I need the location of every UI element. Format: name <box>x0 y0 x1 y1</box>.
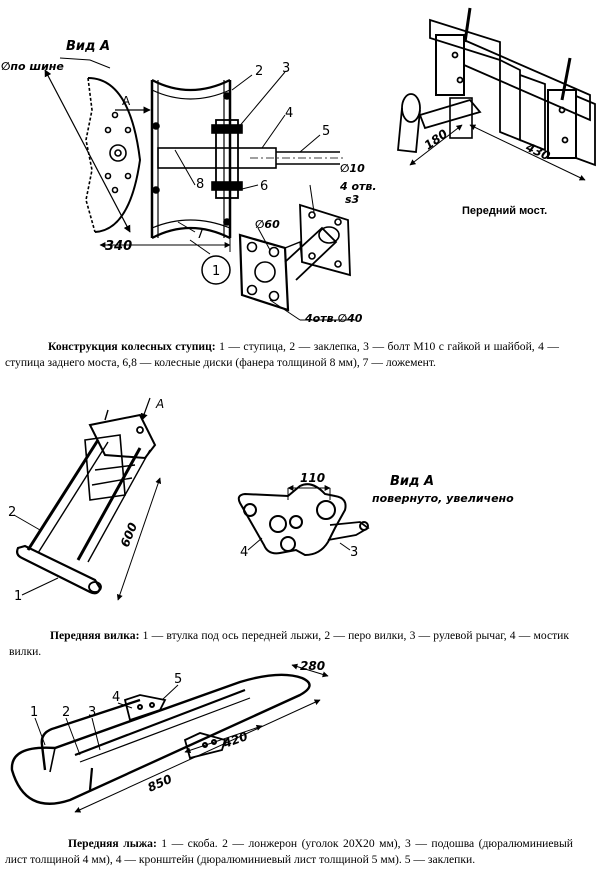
view-a-label: Вид А <box>66 39 110 54</box>
dim-850-label: 850 <box>146 772 175 795</box>
view-note-label: повернуто, увеличено <box>372 492 514 505</box>
holes-d40-label: 4отв.∅40 <box>304 312 363 325</box>
drawing-labels: Вид А ∅по шине А 340 1 2 3 4 5 6 7 8 ∅10… <box>1 39 552 795</box>
dim-180-label: 180 <box>422 127 451 153</box>
wheel-hub-drawing <box>44 57 355 321</box>
front-ski-drawing <box>10 663 329 813</box>
tire-dia-label: ∅по шине <box>1 60 64 73</box>
part-8-label: 8 <box>196 177 204 192</box>
caption-front-ski: Передняя лыжа: 1 — скоба. 2 — лонжерон (… <box>5 836 573 868</box>
part-2-label: 2 <box>255 64 263 79</box>
steering-lever-detail <box>237 483 370 557</box>
d60-label: ∅60 <box>255 218 280 231</box>
caption-front-fork: Передняя вилка: 1 — втулка под ось перед… <box>9 628 569 660</box>
ski-part-2-label: 2 <box>62 705 70 720</box>
holes-s3-label: 4 отв. <box>339 180 377 193</box>
fork-part-4-label: 4 <box>240 545 248 560</box>
s3-label: s3 <box>345 193 360 206</box>
ski-part-1-label: 1 <box>30 705 38 720</box>
hub-circle-number: 1 <box>212 264 220 279</box>
caption-front-fork-title: Передняя вилка: <box>50 629 140 642</box>
fork-part-3-label: 3 <box>350 545 358 560</box>
caption-front-ski-text: 1 — скоба. 2 — лонжерон (уголок 20Х20 мм… <box>5 837 573 866</box>
dim-280-label: 280 <box>300 659 325 673</box>
arrow-a-label: А <box>122 94 131 108</box>
dim-420-label: 420 <box>220 729 249 751</box>
front-axle-drawing <box>397 7 596 181</box>
front-fork-drawing <box>13 397 162 601</box>
view-a-detail-label: Вид А <box>390 474 434 489</box>
caption-front-fork-text: 1 — втулка под ось передней лыжи, 2 — пе… <box>9 629 569 658</box>
fork-arrow-a-label: А <box>155 397 164 411</box>
caption-wheel-hubs: Конструкция колесных ступиц: 1 — ступица… <box>5 339 559 371</box>
fork-part-1-label: 1 <box>14 589 22 604</box>
part-6-label: 6 <box>260 179 268 194</box>
part-7-label: 7 <box>196 227 204 242</box>
dim-110-label: 110 <box>300 471 325 485</box>
part-5-label: 5 <box>322 124 330 139</box>
part-3-label: 3 <box>282 61 290 76</box>
ski-part-3-label: 3 <box>88 705 96 720</box>
dim-340-label: 340 <box>105 239 132 254</box>
front-axle-caption: Передний мост. <box>462 205 547 217</box>
fork-part-2-label: 2 <box>8 505 16 520</box>
caption-wheel-hubs-text: 1 — ступица, 2 — заклепка, 3 — болт М10 … <box>5 340 560 369</box>
d10-label: ∅10 <box>340 162 365 175</box>
ski-part-5-label: 5 <box>174 672 182 687</box>
part-4-label: 4 <box>285 106 293 121</box>
caption-front-ski-title: Передняя лыжа: <box>68 837 157 850</box>
ski-part-4-label: 4 <box>112 690 120 705</box>
caption-wheel-hubs-title: Конструкция колесных ступиц: <box>48 340 216 353</box>
